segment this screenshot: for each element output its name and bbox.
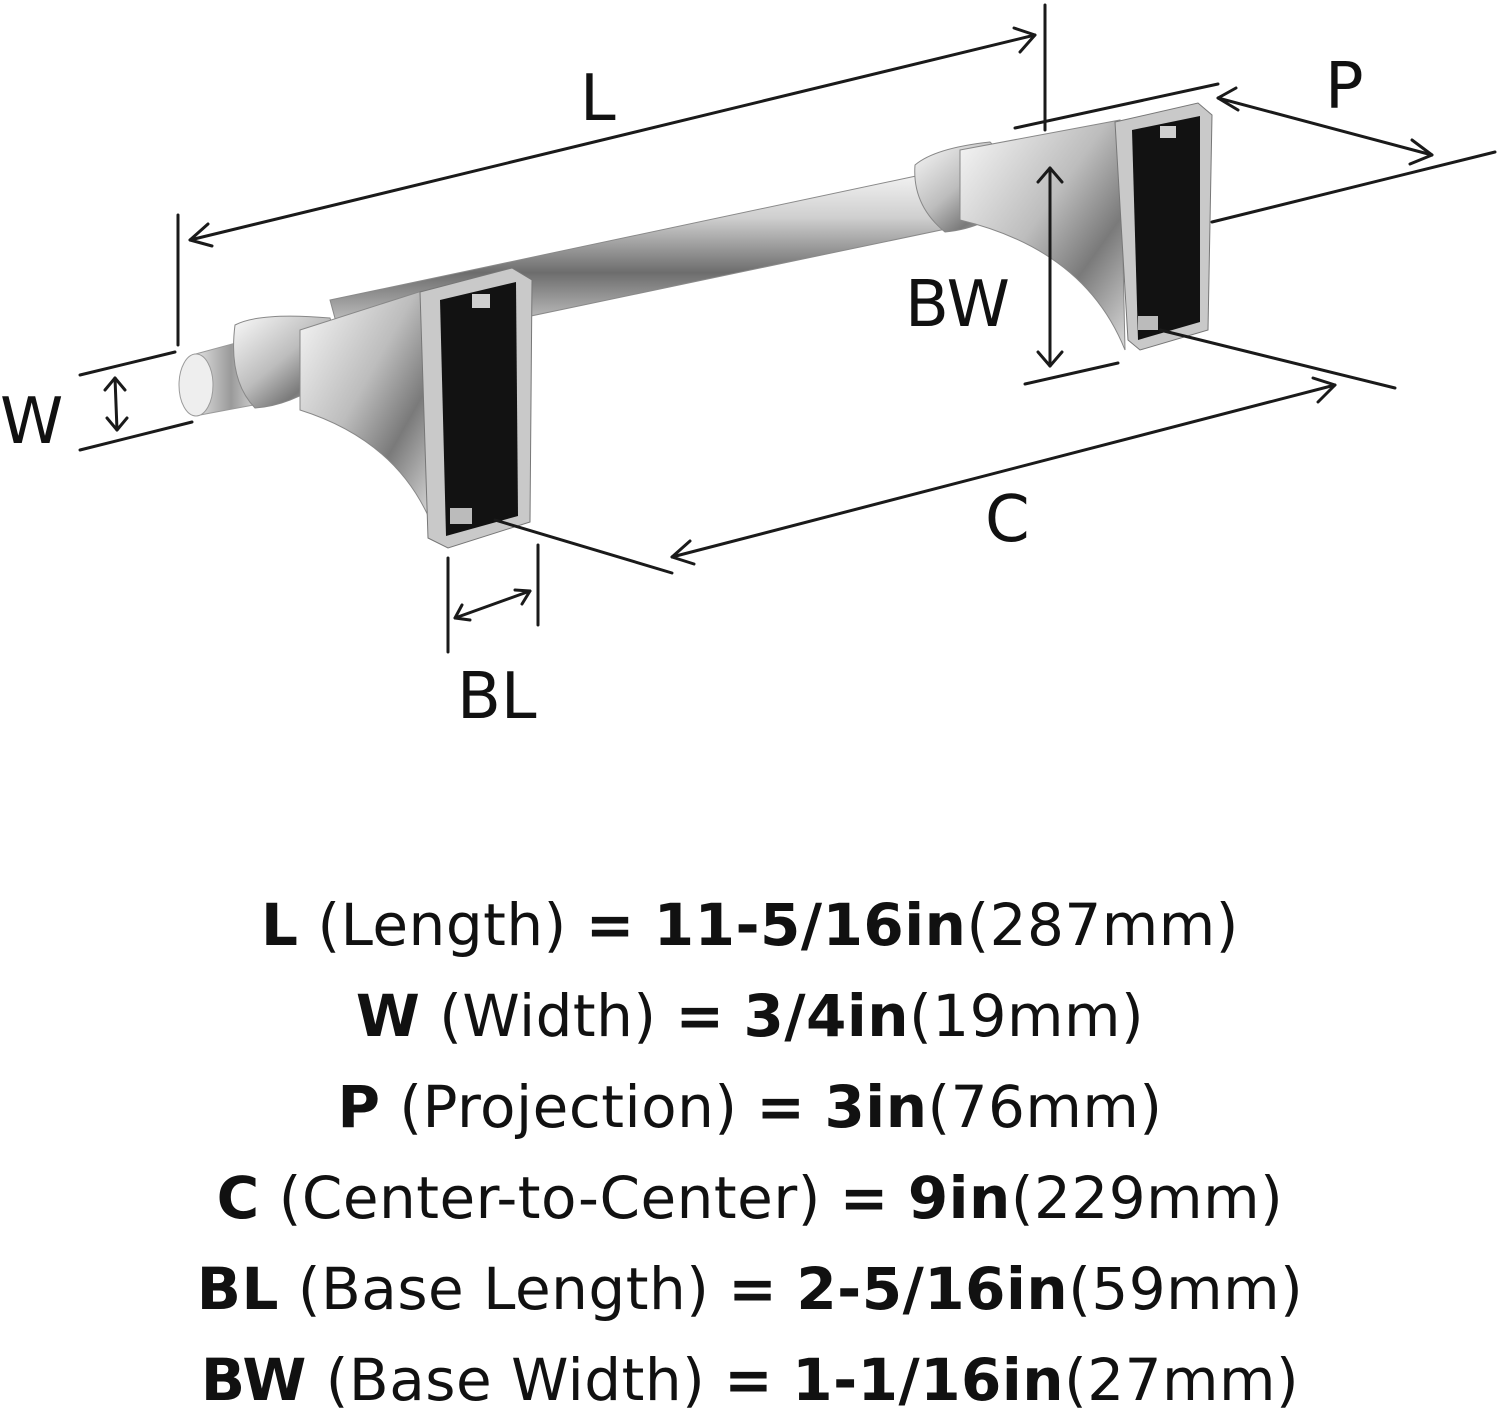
dimension-L: L [176, 3, 1047, 347]
dimension-BW: BW [905, 166, 1120, 386]
spec-description: (Base Length) [297, 1255, 710, 1323]
spec-imperial: 11-5/16in [653, 891, 967, 959]
spec-row-width: W (Width) = 3/4in(19mm) [0, 971, 1500, 1062]
dimension-C: C [493, 328, 1397, 575]
spec-row-length: L (Length) = 11-5/16in(287mm) [0, 880, 1500, 971]
spec-equals: = [675, 982, 725, 1050]
spec-imperial: 1-1/16in [792, 1346, 1065, 1414]
towel-bar-product [178, 102, 1213, 549]
spec-equals: = [728, 1255, 778, 1323]
spec-key: P [337, 1073, 381, 1141]
spec-metric: (19mm) [909, 982, 1145, 1050]
spec-imperial: 2-5/16in [796, 1255, 1069, 1323]
spec-row-center-to-center: C (Center-to-Center) = 9in(229mm) [0, 1153, 1500, 1244]
spec-imperial: 3in [824, 1073, 928, 1141]
spec-description: (Base Width) [325, 1346, 706, 1414]
spec-equals: = [585, 891, 635, 959]
spec-key: W [355, 982, 421, 1050]
specification-list: L (Length) = 11-5/16in(287mm) W (Width) … [0, 880, 1500, 1426]
spec-imperial: 3/4in [743, 982, 910, 1050]
spec-description: (Width) [439, 982, 657, 1050]
spec-description: (Length) [317, 891, 567, 959]
dimension-BL: BL [446, 543, 540, 734]
label-BL: BL [457, 660, 537, 734]
spec-imperial: 9in [907, 1164, 1011, 1232]
spec-key: BL [196, 1255, 279, 1323]
spec-key: C [216, 1164, 260, 1232]
spec-key: BW [200, 1346, 307, 1414]
spec-equals: = [724, 1346, 774, 1414]
spec-metric: (76mm) [927, 1073, 1163, 1141]
spec-row-base-length: BL (Base Length) = 2-5/16in(59mm) [0, 1244, 1500, 1335]
dimension-W: W [0, 350, 194, 459]
spec-key: L [261, 891, 299, 959]
dimension-P: P [1013, 50, 1497, 224]
label-C: C [985, 483, 1030, 557]
spec-equals: = [756, 1073, 806, 1141]
pull-dimension-diagram: L P W BW C [0, 3, 1497, 734]
spec-description: (Center-to-Center) [278, 1164, 821, 1232]
spec-equals: = [839, 1164, 889, 1232]
label-BW: BW [905, 268, 1010, 342]
spec-metric: (229mm) [1010, 1164, 1284, 1232]
spec-row-base-width: BW (Base Width) = 1-1/16in(27mm) [0, 1335, 1500, 1426]
label-W: W [0, 385, 63, 459]
right-post [959, 119, 1126, 351]
label-P: P [1325, 50, 1364, 124]
spec-metric: (27mm) [1064, 1346, 1300, 1414]
spec-description: (Projection) [399, 1073, 738, 1141]
spec-metric: (287mm) [966, 891, 1239, 959]
spec-row-projection: P (Projection) = 3in(76mm) [0, 1062, 1500, 1153]
label-L: L [580, 62, 616, 136]
right-base [1114, 102, 1213, 351]
left-base [419, 267, 533, 549]
left-post [299, 289, 431, 521]
spec-metric: (59mm) [1068, 1255, 1304, 1323]
